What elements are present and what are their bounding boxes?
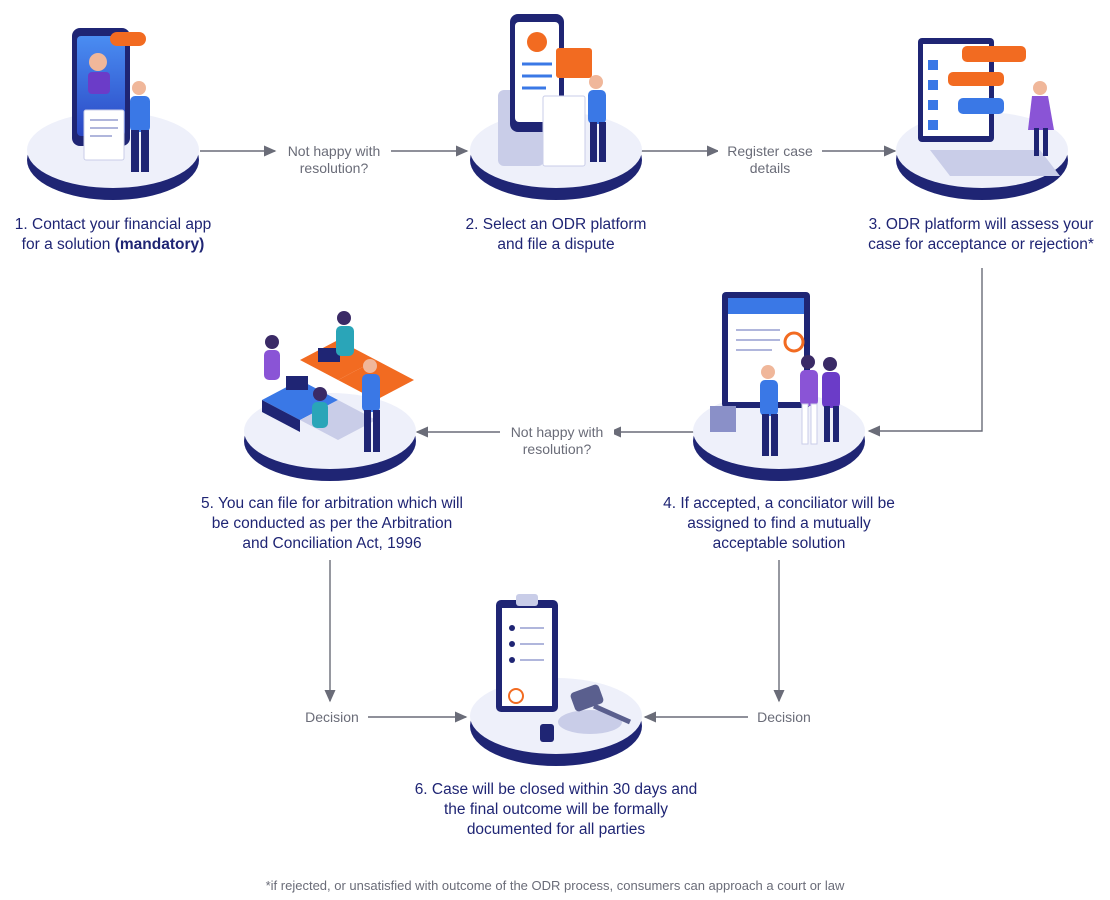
edge-label-register-case: Register case details <box>718 143 822 177</box>
mobile-form-icon <box>470 14 642 200</box>
edge-label-decision-left: Decision <box>296 709 368 726</box>
step-5-label: 5. You can file for arbitration which wi… <box>201 495 463 552</box>
laptop-chat-icon <box>896 38 1068 200</box>
footnote: *if rejected, or unsatisfied with outcom… <box>265 878 845 893</box>
edge-label-decision-right: Decision <box>748 709 820 726</box>
clipboard-gavel-icon <box>470 594 642 766</box>
step-1-label: 1. Contact your financial app for a solu… <box>14 216 212 253</box>
step-4-label: 4. If accepted, a conciliator will be as… <box>663 495 895 552</box>
phone-support-icon <box>27 28 199 200</box>
step-3-label: 3. ODR platform will assess your case fo… <box>868 216 1094 253</box>
document-handshake-icon <box>693 292 865 481</box>
step-2-label: 2. Select an ODR platform and file a dis… <box>465 216 647 253</box>
step-6-label: 6. Case will be closed within 30 days an… <box>414 781 698 838</box>
puzzle-team-icon <box>244 311 416 481</box>
edge-label-not-happy-2: Not happy with resolution? <box>500 424 614 458</box>
edge-label-not-happy-1: Not happy with resolution? <box>277 143 391 177</box>
connectors <box>200 145 983 723</box>
